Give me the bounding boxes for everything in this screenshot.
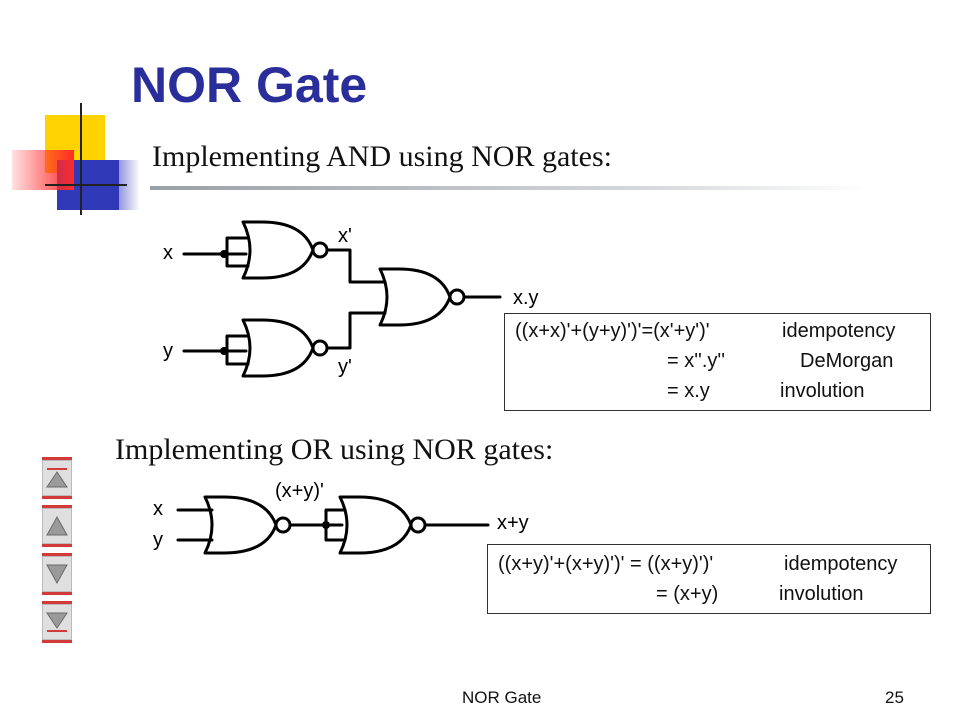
and-equation-box: ((x+x)'+(y+y)')'=(x'+y')' idempotency = … bbox=[504, 313, 931, 411]
or-heading: Implementing OR using NOR gates: bbox=[115, 433, 554, 466]
next-slide-button[interactable] bbox=[42, 553, 72, 595]
decor-horizontal-line bbox=[45, 184, 127, 186]
next-slide-icon bbox=[46, 564, 68, 585]
footer-title: NOR Gate bbox=[462, 688, 542, 707]
or-eq-2-expr: = (x+y) bbox=[656, 583, 719, 605]
y-prime-label: y' bbox=[338, 356, 352, 378]
nor-gate-and-output bbox=[378, 267, 466, 327]
decor-vertical-line bbox=[80, 103, 82, 215]
and-output-label: x.y bbox=[513, 287, 539, 309]
previous-slide-icon bbox=[46, 515, 68, 536]
junction-y-dot bbox=[220, 347, 228, 355]
wire-y-branch-top bbox=[225, 334, 250, 353]
or-eq-1-expr: ((x+y)'+(x+y)')' = ((x+y)')' bbox=[498, 553, 714, 575]
junction-x-dot bbox=[220, 250, 228, 258]
or-input-y-label: y bbox=[153, 529, 163, 551]
previous-slide-button[interactable] bbox=[42, 505, 72, 547]
nor-gate-or-second bbox=[338, 495, 427, 555]
and-eq-1-law: idempotency bbox=[782, 320, 896, 342]
nor-gate-or-first bbox=[203, 495, 292, 555]
and-heading: Implementing AND using NOR gates: bbox=[152, 140, 612, 173]
or-output-label: x+y bbox=[497, 512, 529, 534]
or-eq-2-law: involution bbox=[779, 583, 864, 605]
slide-title: NOR Gate bbox=[131, 57, 368, 113]
wire-x-prime bbox=[325, 248, 387, 284]
page-number: 25 bbox=[885, 688, 904, 707]
and-eq-3-law: involution bbox=[780, 380, 865, 402]
and-eq-2-expr: = x''.y'' bbox=[667, 350, 726, 372]
and-eq-3-expr: = x.y bbox=[667, 380, 710, 402]
last-slide-icon bbox=[46, 612, 68, 632]
wire-or-branch-top bbox=[324, 508, 347, 527]
nor-gate-y bbox=[241, 318, 329, 378]
nor-gate-x bbox=[241, 220, 329, 280]
or-equation-box: ((x+y)'+(x+y)')' = ((x+y)')' idempotency… bbox=[487, 544, 931, 614]
wire-y-branch-bottom bbox=[225, 349, 250, 366]
and-input-x-label: x bbox=[163, 242, 173, 264]
first-slide-button[interactable] bbox=[42, 457, 72, 499]
wire-y-prime bbox=[325, 311, 387, 350]
wire-x-branch-bottom bbox=[225, 252, 250, 268]
or-eq-1-law: idempotency bbox=[784, 553, 898, 575]
first-slide-icon bbox=[46, 468, 68, 488]
wire-x-branch-top bbox=[225, 236, 250, 256]
title-divider bbox=[150, 186, 870, 190]
and-input-y-label: y bbox=[163, 340, 173, 362]
and-eq-1-expr: ((x+x)'+(y+y)')'=(x'+y')' bbox=[515, 320, 710, 342]
x-prime-label: x' bbox=[338, 225, 352, 247]
wire-or-branch-bottom bbox=[324, 523, 347, 542]
decor-red-square bbox=[12, 150, 74, 190]
or-input-x-label: x bbox=[153, 498, 163, 520]
or-intermediate-label: (x+y)' bbox=[275, 480, 324, 502]
last-slide-button[interactable] bbox=[42, 601, 72, 643]
junction-or-dot bbox=[322, 521, 330, 529]
and-eq-2-law: DeMorgan bbox=[800, 350, 894, 372]
